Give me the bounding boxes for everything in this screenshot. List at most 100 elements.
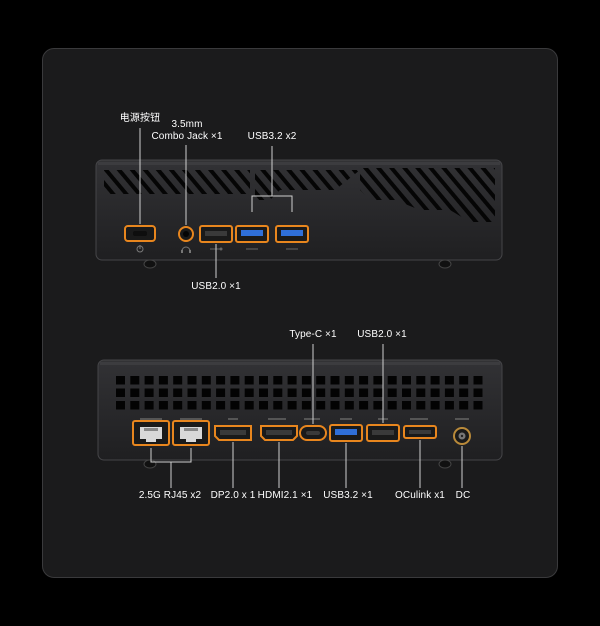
vent-slot bbox=[259, 376, 268, 385]
vent-slot bbox=[473, 388, 483, 397]
vent-slot bbox=[402, 376, 411, 385]
dc-jack bbox=[453, 427, 471, 445]
product-panel bbox=[42, 48, 558, 578]
vent-slot bbox=[287, 376, 297, 385]
vent-slot bbox=[230, 388, 240, 397]
vent-slot bbox=[116, 376, 125, 385]
label-rj45: 2.5G RJ45 x2 bbox=[138, 490, 202, 501]
vent-slot bbox=[187, 388, 197, 397]
vent-slot bbox=[387, 401, 397, 410]
vent-slot bbox=[173, 388, 183, 397]
vent-slot bbox=[416, 388, 426, 397]
vent-slot bbox=[387, 376, 397, 385]
vent-slot bbox=[273, 388, 283, 397]
front-leader-lines bbox=[139, 128, 293, 278]
vent-slot bbox=[201, 388, 211, 397]
hdmi-port bbox=[260, 425, 298, 441]
vent-slot bbox=[273, 376, 283, 385]
vent-slot bbox=[116, 388, 125, 397]
rj45-port-2 bbox=[172, 420, 210, 446]
vent-slot bbox=[130, 376, 140, 385]
usb32-rear-port bbox=[329, 424, 363, 442]
power-button bbox=[124, 225, 156, 242]
vent-slot bbox=[216, 401, 226, 410]
vent-slot bbox=[259, 388, 268, 397]
vent-slot bbox=[416, 376, 426, 385]
vent-slot bbox=[316, 376, 326, 385]
vent-slot bbox=[316, 401, 326, 410]
vent-slot bbox=[244, 376, 254, 385]
rear-device bbox=[97, 359, 503, 469]
vent-slot bbox=[301, 376, 311, 385]
label-usb20-rear: USB2.0 ×1 bbox=[357, 329, 407, 340]
label-usb32-front: USB3.2 x2 bbox=[247, 131, 297, 142]
label-combo-jack-line2: Combo Jack ×1 bbox=[151, 131, 223, 142]
vent-slot bbox=[259, 401, 268, 410]
label-hdmi: HDMI2.1 ×1 bbox=[257, 490, 313, 501]
vent-slot bbox=[402, 388, 411, 397]
vent-slot bbox=[116, 401, 125, 410]
combo-audio-jack bbox=[178, 226, 194, 242]
vent-slot bbox=[387, 388, 397, 397]
usb32-front-port-1 bbox=[235, 225, 269, 243]
vent-slot bbox=[158, 388, 168, 397]
vent-slot bbox=[359, 401, 369, 410]
vent-slot bbox=[459, 401, 469, 410]
vent-slot bbox=[344, 401, 354, 410]
vent-slot bbox=[344, 376, 354, 385]
vent-slot bbox=[344, 388, 354, 397]
vent-slot bbox=[430, 376, 440, 385]
vent-slot bbox=[173, 376, 183, 385]
type-c-port bbox=[299, 425, 327, 441]
vent-slot bbox=[244, 388, 254, 397]
vent-slot bbox=[273, 401, 283, 410]
vent-slot bbox=[216, 376, 226, 385]
rj45-port-1 bbox=[132, 420, 170, 446]
rear-leader-lines bbox=[150, 344, 463, 488]
rear-vent-grid bbox=[116, 376, 483, 410]
vent-slot bbox=[130, 388, 140, 397]
vent-slot bbox=[402, 401, 411, 410]
label-usb20-front: USB2.0 ×1 bbox=[191, 281, 241, 292]
usb32-front-port-2 bbox=[275, 225, 309, 243]
vent-slot bbox=[187, 401, 197, 410]
vent-slot bbox=[216, 388, 226, 397]
vent-slot bbox=[430, 388, 440, 397]
vent-slot bbox=[373, 401, 383, 410]
dp-port bbox=[214, 425, 252, 441]
vent-slot bbox=[373, 388, 383, 397]
vent-slot bbox=[430, 401, 440, 410]
rear-silkscreen bbox=[140, 418, 469, 420]
label-type-c: Type-C ×1 bbox=[289, 329, 337, 340]
vent-slot bbox=[444, 388, 454, 397]
vent-slot bbox=[287, 388, 297, 397]
vent-slot bbox=[330, 376, 340, 385]
label-combo-jack-line1: 3.5mm bbox=[171, 119, 203, 130]
vent-slot bbox=[444, 401, 454, 410]
vent-slot bbox=[144, 401, 154, 410]
power-icon bbox=[136, 245, 144, 253]
vent-slot bbox=[301, 401, 311, 410]
vent-slot bbox=[201, 401, 211, 410]
label-oculink: OCulink x1 bbox=[395, 490, 445, 501]
label-dp: DP2.0 x 1 bbox=[210, 490, 256, 501]
vent-slot bbox=[330, 401, 340, 410]
vent-slot bbox=[459, 376, 469, 385]
vent-slot bbox=[144, 376, 154, 385]
label-power-button: 电源按钮 bbox=[119, 113, 161, 124]
vent-slot bbox=[473, 376, 483, 385]
usb20-front-port bbox=[199, 225, 233, 243]
vent-slot bbox=[130, 401, 140, 410]
vent-slot bbox=[359, 388, 369, 397]
label-dc: DC bbox=[455, 490, 471, 501]
headphone-icon bbox=[181, 246, 191, 253]
vent-slot bbox=[473, 401, 483, 410]
vent-slot bbox=[444, 376, 454, 385]
vent-slot bbox=[459, 388, 469, 397]
vent-slot bbox=[301, 388, 311, 397]
vent-slot bbox=[144, 388, 154, 397]
vent-slot bbox=[187, 376, 197, 385]
oculink-port bbox=[403, 425, 437, 439]
vent-slot bbox=[230, 401, 240, 410]
